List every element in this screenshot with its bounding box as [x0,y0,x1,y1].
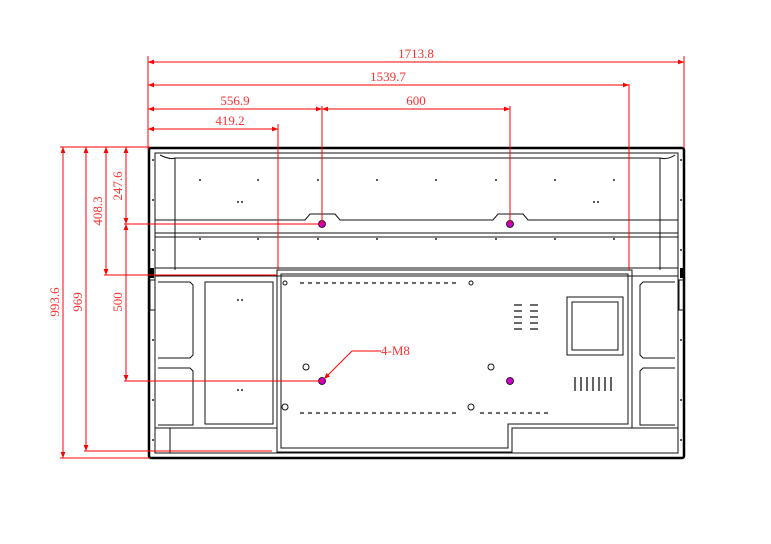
dim-vesa-vertical: 500 [110,292,125,312]
vertical-dimensions: 993.6 969 408.3 247.6 500 [47,146,322,459]
mount-callout: 4-M8 [323,343,410,380]
dim-overall-height: 993.6 [47,287,62,317]
dim-back-panel-width: 1539.7 [370,69,406,84]
dim-top-to-panel: 408.3 [90,196,105,225]
dim-body-height: 969 [70,292,85,312]
dim-vesa-horizontal: 600 [406,93,426,108]
dim-overall-width: 1713.8 [398,46,434,61]
dim-top-to-mount: 247.6 [110,171,125,201]
display-outline [147,146,686,460]
mount-holes [318,220,514,385]
dim-left-to-panel: 419.2 [215,113,244,128]
mount-callout-label: 4-M8 [381,343,410,358]
horizontal-dimensions: 1713.8 1539.7 556.9 600 419.2 [147,46,685,270]
mount-hole-bottom-right [506,377,514,385]
dim-left-to-mount: 556.9 [220,93,249,108]
